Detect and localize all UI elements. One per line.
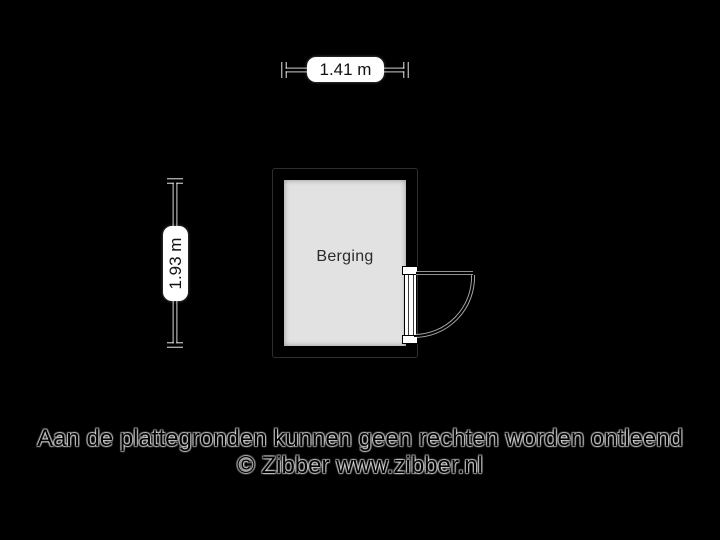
door-leaf-panel-lines xyxy=(408,268,414,343)
height-dimension-text: 1.93 m xyxy=(165,237,185,290)
room-berging: Berging xyxy=(284,180,406,346)
door-jamb-bottom xyxy=(402,335,418,344)
height-dimension-label: 1.93 m xyxy=(163,226,188,301)
door-jamb-top xyxy=(402,266,418,275)
width-dimension-label: 1.41 m xyxy=(307,57,384,82)
door-swing xyxy=(413,271,476,338)
copyright-text: © Zibber www.zibber.nl xyxy=(237,452,483,479)
room-label: Berging xyxy=(316,248,374,265)
width-dimension-text: 1.41 m xyxy=(319,59,372,79)
disclaimer-text: Aan de plattegronden kunnen geen rechten… xyxy=(37,425,683,452)
footer: Aan de plattegronden kunnen geen rechten… xyxy=(0,425,720,479)
